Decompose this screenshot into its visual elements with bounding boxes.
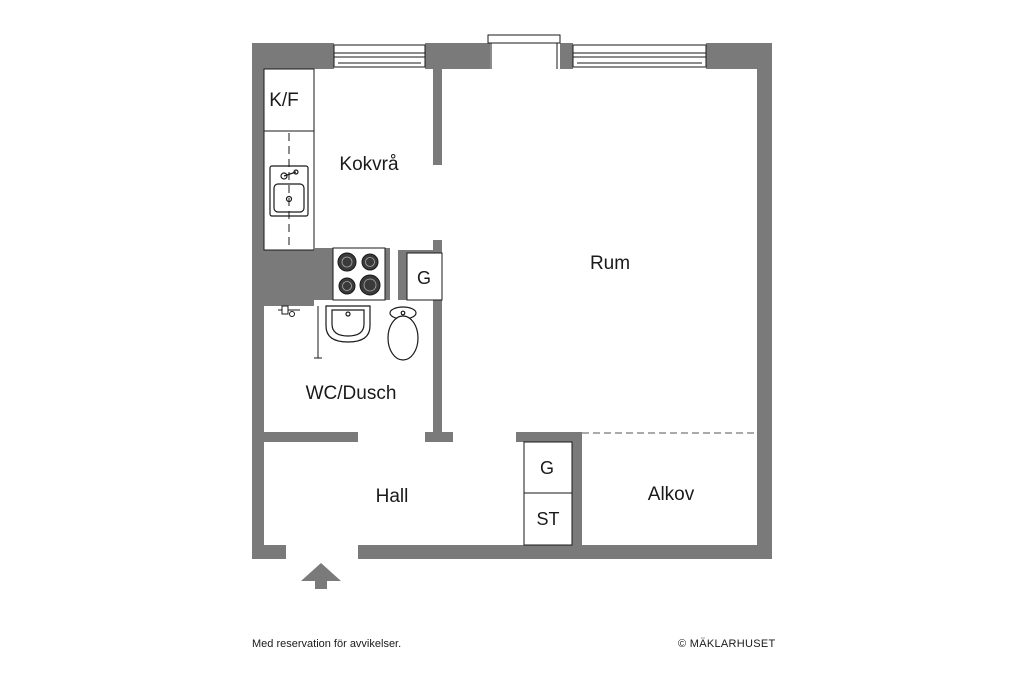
room-label-hall: Hall — [376, 486, 409, 507]
window-kitchen — [333, 44, 426, 68]
fixture-label-st-hall: ST — [536, 509, 559, 529]
room-label-kokvra: Kokvrå — [339, 154, 399, 175]
window-room — [572, 44, 707, 68]
fixture-label-g-kitchen: G — [417, 268, 431, 288]
room-label-wc-dusch: WC/Dusch — [306, 383, 397, 404]
interior-walls — [264, 69, 582, 545]
room-label-kf: K/F — [269, 90, 299, 111]
copyright-text: © MÄKLARHUSET — [678, 638, 776, 650]
fixture-label-g-hall: G — [540, 458, 554, 478]
balcony-door — [487, 34, 561, 69]
kitchen-counter — [263, 68, 315, 251]
sink-icon — [269, 165, 309, 217]
stove-icon — [314, 247, 390, 301]
hall-closets — [523, 441, 573, 546]
washbasin-icon — [325, 305, 371, 343]
toilet-icon — [387, 306, 419, 361]
shower-icon — [278, 305, 322, 359]
disclaimer-text: Med reservation för avvikelser. — [252, 638, 402, 650]
entrance-arrow-icon — [301, 563, 341, 589]
exterior-walls — [252, 43, 772, 559]
room-label-rum: Rum — [590, 253, 630, 274]
kitchen-cabinet-g — [398, 250, 443, 301]
room-label-alkov: Alkov — [648, 484, 695, 505]
